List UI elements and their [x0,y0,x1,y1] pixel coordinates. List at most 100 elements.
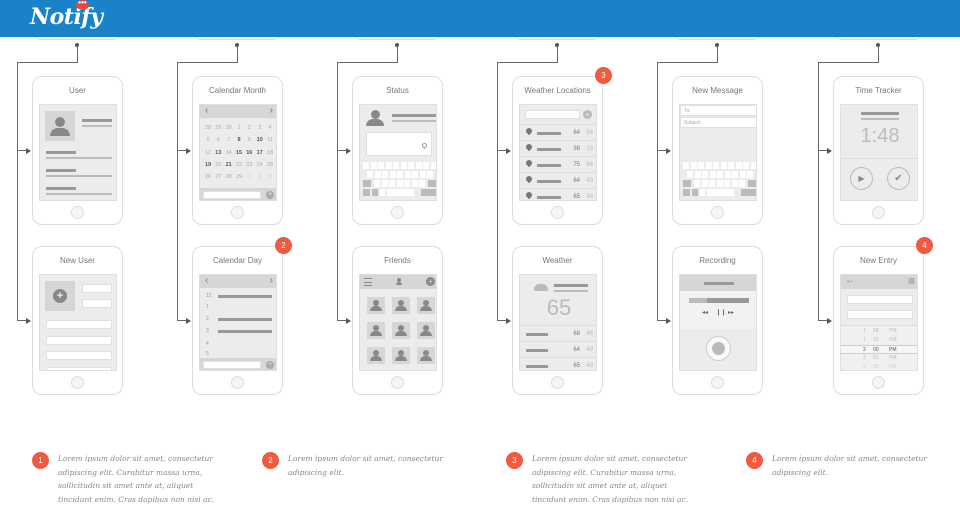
friend-avatar[interactable] [367,347,385,364]
calendar-day[interactable]: 12 [204,149,212,156]
calendar-day[interactable]: 15 [235,149,243,156]
home-button[interactable] [711,206,724,219]
calendar-day[interactable]: 25 [266,162,274,169]
chevron-left-icon[interactable]: ‹ [205,275,209,286]
calendar-day[interactable]: 29 [235,174,243,181]
globe-key[interactable] [372,189,378,196]
key[interactable] [370,162,377,169]
screen-friends[interactable]: Friends + [352,246,443,395]
home-button[interactable] [71,206,84,219]
calendar-day[interactable]: 27 [215,174,222,181]
home-button[interactable] [71,376,84,389]
calendar-day[interactable]: 2 [258,174,262,181]
key[interactable] [367,171,373,178]
calendar-day[interactable]: 30 [225,125,232,132]
check-button[interactable]: ✔ [887,167,910,190]
calendar-day[interactable]: 17 [256,149,263,156]
friend-avatar[interactable] [417,297,435,314]
calendar-day[interactable]: 8 [237,137,241,144]
key[interactable] [412,171,418,178]
calendar-day[interactable]: 3 [258,125,262,132]
key[interactable] [705,162,712,169]
entry-project-input[interactable] [847,310,913,319]
key[interactable] [731,180,738,187]
key[interactable] [735,162,742,169]
key[interactable] [404,171,411,178]
key[interactable] [716,180,723,187]
key[interactable] [709,171,716,178]
calendar-day[interactable]: 5 [206,137,210,144]
key[interactable] [700,189,705,196]
key[interactable] [743,162,749,169]
event-bar[interactable] [218,318,272,321]
key[interactable] [415,162,422,169]
calendar-day[interactable]: 10 [256,137,263,144]
home-button[interactable] [711,376,724,389]
key[interactable] [380,189,385,196]
progress-bar[interactable] [689,298,749,303]
play-button[interactable]: ▶ [850,167,873,190]
key[interactable] [400,162,407,169]
plus-icon[interactable]: + [426,277,435,286]
key[interactable] [404,180,410,187]
event-input[interactable] [203,361,261,369]
friend-avatar[interactable] [392,322,410,339]
calendar-day[interactable]: 28 [225,174,232,181]
key[interactable] [739,171,746,178]
key[interactable] [694,171,701,178]
calendar-day[interactable]: 18 [266,149,274,156]
number-key[interactable] [363,189,370,196]
key[interactable] [720,162,727,169]
calendar-day[interactable]: 21 [225,162,232,169]
screen-recording[interactable]: Recording ◂◂ ❙❙ ▸▸ [672,246,763,395]
calendar-day[interactable]: 26 [204,174,212,181]
delete-key[interactable] [428,180,436,187]
location-search-input[interactable] [525,110,580,119]
calendar-day[interactable]: 1 [237,125,241,132]
key[interactable] [427,171,433,178]
calendar-day[interactable]: 20 [215,162,222,169]
key[interactable] [702,171,708,178]
key[interactable] [393,162,399,169]
calendar-day[interactable]: 6 [216,137,220,144]
shift-key[interactable] [683,180,691,187]
calendar-day[interactable]: 7 [227,137,231,144]
event-input[interactable] [203,191,261,199]
key[interactable] [363,162,369,169]
calendar-day[interactable]: 4 [268,125,272,132]
key[interactable] [698,162,704,169]
key[interactable] [397,171,403,178]
calendar-day[interactable]: 11 [267,137,273,144]
subject-field[interactable]: Subject [680,117,756,128]
key[interactable] [423,162,429,169]
key[interactable] [739,180,745,187]
screen-time-tracker[interactable]: Time Tracker 1:48 ▶ ✔ [833,76,924,225]
calendar-day[interactable]: 14 [225,149,232,156]
calendar-day[interactable]: 29 [215,125,222,132]
calendar-day[interactable]: 1 [247,174,251,181]
key[interactable] [732,171,738,178]
home-button[interactable] [231,206,244,219]
text-input[interactable] [46,367,112,370]
fast-forward-icon[interactable]: ▸▸ [728,310,735,316]
key[interactable] [381,180,388,187]
key[interactable] [750,162,756,169]
home-button[interactable] [231,376,244,389]
event-bar[interactable] [218,295,272,298]
key[interactable] [694,180,700,187]
screen-user[interactable]: User [32,76,123,225]
menu-icon[interactable] [364,278,372,286]
screen-new-user[interactable]: New User + [32,246,123,395]
first-name-input[interactable] [82,284,112,293]
calendar-day[interactable]: 19 [204,162,212,169]
key[interactable] [411,180,418,187]
add-icon[interactable]: + [266,191,274,199]
